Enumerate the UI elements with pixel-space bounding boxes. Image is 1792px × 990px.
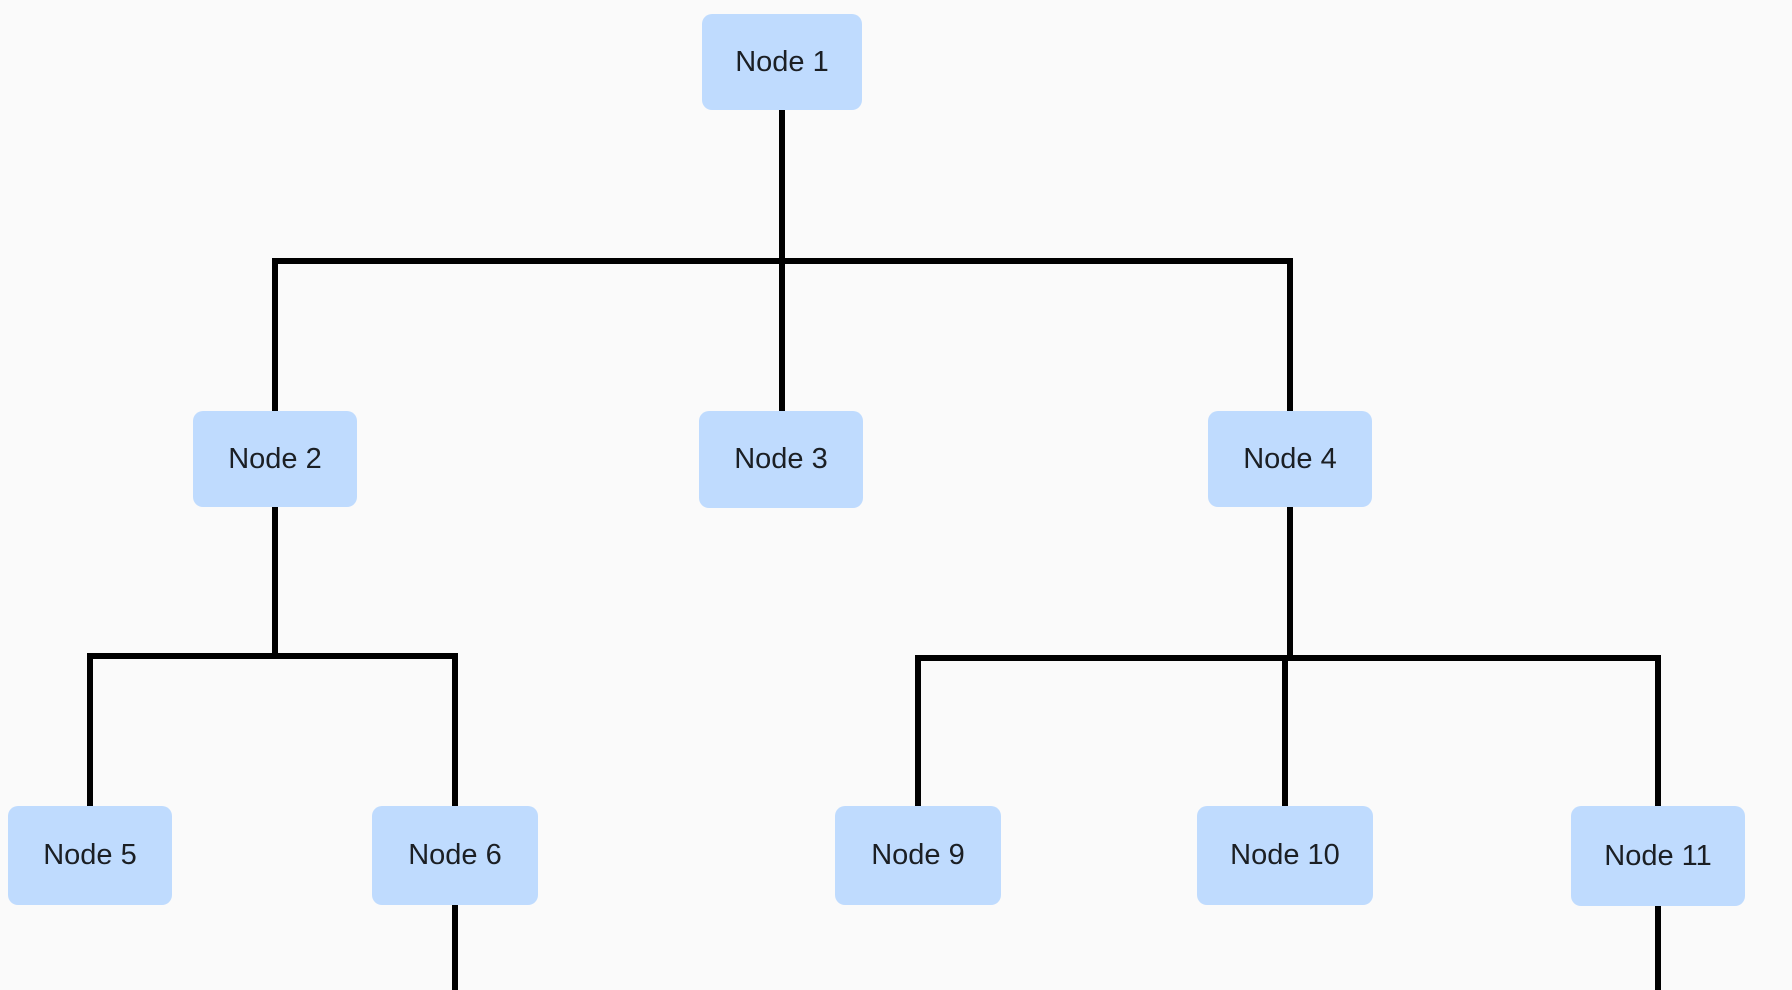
tree-node-node-3[interactable]: Node 3 <box>699 411 863 508</box>
tree-connector-segment <box>915 655 921 806</box>
tree-connector-segment <box>452 905 458 990</box>
tree-node-node-6[interactable]: Node 6 <box>372 806 538 905</box>
tree-connector-segment <box>1282 655 1288 806</box>
tree-connector-segment <box>1287 258 1293 411</box>
tree-node-node-11[interactable]: Node 11 <box>1571 806 1745 906</box>
tree-node-label: Node 4 <box>1243 442 1337 475</box>
tree-node-label: Node 2 <box>228 442 322 475</box>
tree-connector-segment <box>272 507 278 659</box>
tree-connector-segment <box>87 653 458 659</box>
tree-connector-segment <box>1655 655 1661 806</box>
tree-node-node-9[interactable]: Node 9 <box>835 806 1001 905</box>
tree-node-node-4[interactable]: Node 4 <box>1208 411 1372 507</box>
tree-connector-segment <box>915 655 1661 661</box>
tree-node-node-10[interactable]: Node 10 <box>1197 806 1373 905</box>
tree-node-label: Node 9 <box>871 839 965 871</box>
tree-node-node-1[interactable]: Node 1 <box>702 14 862 110</box>
tree-connector-segment <box>272 258 278 411</box>
tree-node-node-2[interactable]: Node 2 <box>193 411 357 507</box>
tree-node-label: Node 6 <box>408 839 502 871</box>
tree-connector-segment <box>1287 507 1293 661</box>
tree-node-label: Node 5 <box>43 839 137 871</box>
tree-connector-segment <box>1655 906 1661 990</box>
tree-node-label: Node 3 <box>734 443 828 475</box>
tree-node-label: Node 11 <box>1604 839 1712 872</box>
tree-connector-segment <box>452 653 458 806</box>
tree-connector-segment <box>272 258 1293 264</box>
tree-node-label: Node 1 <box>735 45 829 78</box>
tree-connector-segment <box>87 653 93 806</box>
tree-node-node-5[interactable]: Node 5 <box>8 806 172 905</box>
tree-node-label: Node 10 <box>1230 839 1340 871</box>
